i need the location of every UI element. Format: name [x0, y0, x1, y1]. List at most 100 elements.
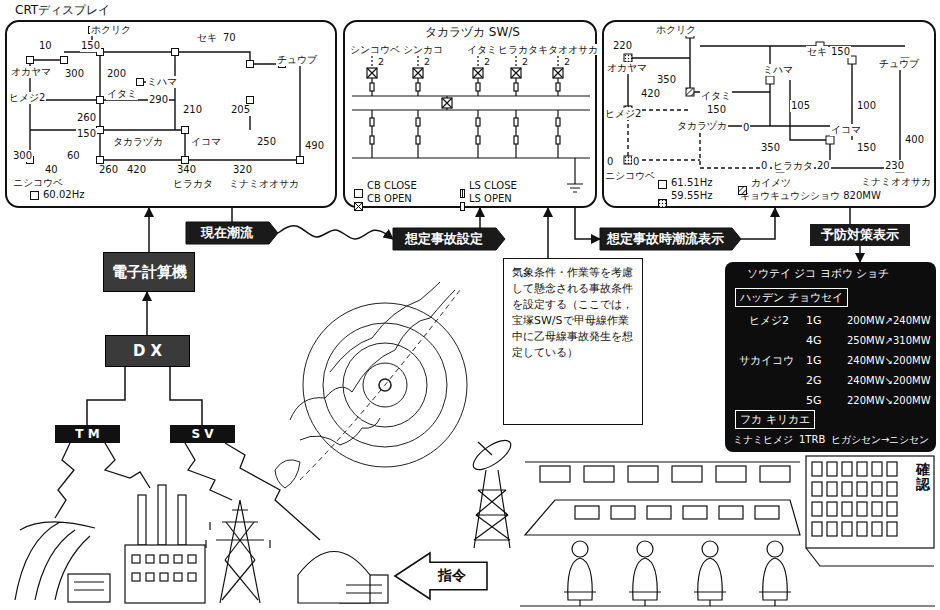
computer-box: 電子計算機	[103, 252, 195, 292]
control-room	[584, 466, 614, 482]
thermal-plant	[178, 495, 186, 545]
ground-symbol	[567, 158, 583, 192]
control-room	[827, 522, 837, 536]
node-text: ハッデン チョウセイ	[740, 290, 843, 305]
control-room	[683, 506, 707, 519]
circuit-number: 2	[423, 56, 431, 67]
lightning-line	[185, 443, 232, 500]
node-text: キョウキュウシショウ 820MW	[738, 190, 883, 202]
node-text: ソウテイ ジコ ヨボウ ショチ	[747, 267, 890, 280]
station-label: 150	[706, 104, 727, 116]
station-label: 40	[44, 164, 59, 176]
control-room	[872, 522, 882, 536]
banner-shape	[186, 222, 278, 244]
telemetry-box: T M	[55, 425, 120, 443]
station-symbol	[686, 88, 694, 96]
thermal-plant	[174, 573, 182, 581]
hydro-plant	[15, 522, 110, 602]
control-room	[755, 506, 779, 519]
control-room	[872, 462, 882, 476]
table-cell: 1G	[805, 314, 823, 327]
station-label: 260	[98, 164, 119, 176]
table-cell: 1TRB	[798, 434, 826, 446]
station-label: 60	[66, 150, 81, 162]
control-room	[672, 466, 702, 482]
node-text: S V	[191, 427, 213, 441]
circuit-number: 2	[563, 56, 571, 67]
station-label: 150	[856, 142, 877, 154]
thermal-plant	[160, 573, 168, 581]
station-label: 200	[106, 68, 127, 80]
station-label: イタミ	[700, 90, 732, 102]
nuclear-plant	[346, 585, 382, 593]
legend-symbol	[458, 202, 467, 211]
control-room	[637, 541, 653, 557]
transmission-tower	[206, 500, 270, 603]
station-label: 350	[760, 142, 781, 154]
legend-symbol	[355, 190, 363, 198]
thermal-plant	[138, 495, 146, 545]
control-room	[842, 482, 852, 496]
switchgear-diagram	[515, 56, 516, 68]
legend-swatch	[458, 183, 467, 192]
flow-connector	[547, 208, 549, 258]
flow-banner: 想定事故設定	[393, 228, 505, 250]
station-label: 340	[176, 164, 197, 176]
flow-connector	[170, 367, 202, 425]
station-symbol	[137, 79, 144, 86]
station-label: 490	[304, 140, 325, 152]
note-callout: 気象条件・作業等を考慮して懸念される事故条件を設定する（ここでは，宝塚SW/Sで…	[503, 258, 643, 425]
node-text: D X	[133, 342, 162, 360]
control-room	[698, 558, 723, 600]
flow-connector	[859, 246, 861, 262]
thermal-plant	[158, 485, 166, 545]
station-label: 220	[612, 40, 633, 52]
nuclear-plant	[298, 552, 370, 604]
thermal-plant	[132, 573, 140, 581]
station-symbol	[624, 156, 632, 164]
switchgear-diagram	[557, 56, 558, 68]
control-room	[887, 482, 897, 496]
switchgear-diagram	[413, 68, 423, 78]
computer-box: D X	[105, 335, 190, 367]
switchgear-diagram	[416, 136, 420, 144]
station-label: 320	[232, 164, 253, 176]
weather-map	[290, 290, 455, 420]
station-label: 205	[230, 104, 251, 116]
station-label: イコマ	[830, 124, 862, 136]
table-cell: 220MW↘200MW	[846, 395, 932, 407]
station-symbol	[826, 136, 834, 144]
station-label: 0	[760, 160, 768, 172]
control-room	[760, 466, 790, 482]
switchgear-diagram	[442, 98, 452, 108]
switchgear-diagram	[370, 83, 374, 91]
station-symbol	[97, 157, 104, 164]
switchgear-diagram	[352, 96, 590, 158]
switchgear-diagram	[476, 118, 480, 126]
legend-symbol	[659, 200, 667, 208]
station-symbol	[97, 97, 104, 104]
weather-map	[363, 363, 407, 407]
switchgear-diagram	[367, 68, 377, 78]
thermal-plant	[188, 573, 196, 581]
control-room	[702, 541, 718, 557]
flow-connector	[849, 208, 851, 224]
table-heading-box: フカ キリカエ	[735, 410, 815, 429]
switchgear-diagram	[371, 56, 372, 68]
legend-symbol	[461, 190, 465, 198]
legend-text: 59.55Hz	[670, 190, 713, 202]
station-label: 0	[632, 156, 640, 168]
legend-symbol	[462, 190, 463, 198]
banner-shape	[393, 228, 505, 250]
control-room	[564, 592, 596, 606]
station-label: 150	[76, 128, 97, 140]
hydro-plant	[68, 574, 110, 602]
arrow-outline	[395, 553, 487, 599]
switchgear-diagram	[556, 118, 560, 126]
banner-shape	[600, 228, 741, 250]
switchgear-diagram	[477, 56, 478, 68]
control-room	[716, 466, 746, 482]
station-label: イタミ	[106, 88, 138, 100]
switchgear-diagram	[514, 118, 518, 126]
legend-symbol	[355, 203, 363, 211]
